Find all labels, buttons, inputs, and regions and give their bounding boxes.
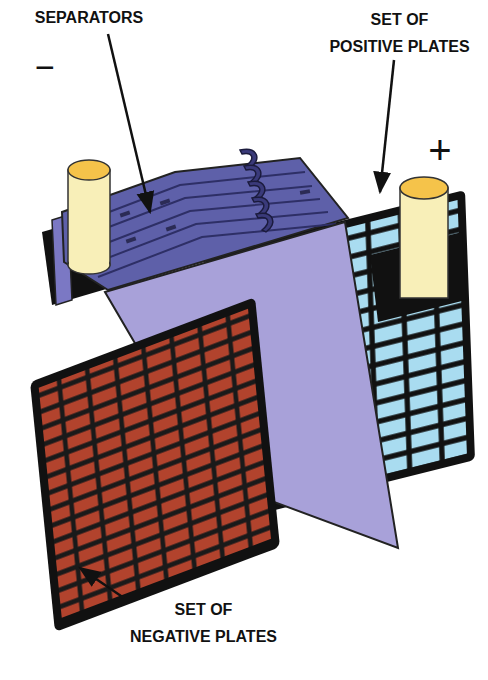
separator-ribs	[240, 149, 273, 232]
part-label: SEPARATORS	[14, 4, 164, 31]
leader-lines	[80, 34, 394, 598]
part-label: SET OF NEGATIVE PLATES	[126, 596, 281, 650]
part-label: SET OF POSITIVE PLATES	[322, 6, 477, 60]
negative-post	[68, 160, 110, 274]
negative-plate	[30, 297, 280, 632]
terminal-sign: +	[420, 130, 460, 170]
separator-slots	[120, 189, 311, 243]
terminal-sign: −	[30, 50, 60, 84]
positive-post	[400, 177, 448, 298]
